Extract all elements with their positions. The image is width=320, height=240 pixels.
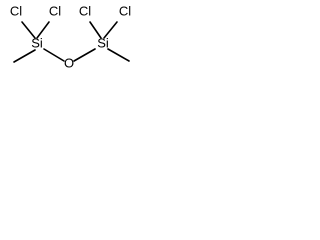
chlorine-label: Cl bbox=[49, 3, 61, 18]
bond-si-left-oxygen bbox=[43, 48, 65, 62]
bond-oxygen-si-right bbox=[73, 48, 96, 62]
bond-si-left-cl-outer bbox=[21, 21, 36, 39]
bond-si-right-methyl bbox=[107, 48, 130, 62]
bond-si-right-cl-outer bbox=[103, 21, 118, 39]
bond-si-right-cl-inner bbox=[89, 21, 102, 39]
chlorine-label: Cl bbox=[10, 3, 22, 18]
chlorine-label: Cl bbox=[119, 3, 131, 18]
silicon-label-left: Si bbox=[31, 35, 43, 50]
chemical-structure-diagram: Cl Cl Cl Cl Si O Si bbox=[10, 3, 131, 70]
oxygen-label: O bbox=[64, 55, 74, 70]
chlorine-label: Cl bbox=[79, 3, 91, 18]
silicon-label-right: Si bbox=[97, 35, 109, 50]
bond-si-left-methyl bbox=[13, 49, 36, 63]
bond-si-left-cl-inner bbox=[36, 21, 50, 39]
